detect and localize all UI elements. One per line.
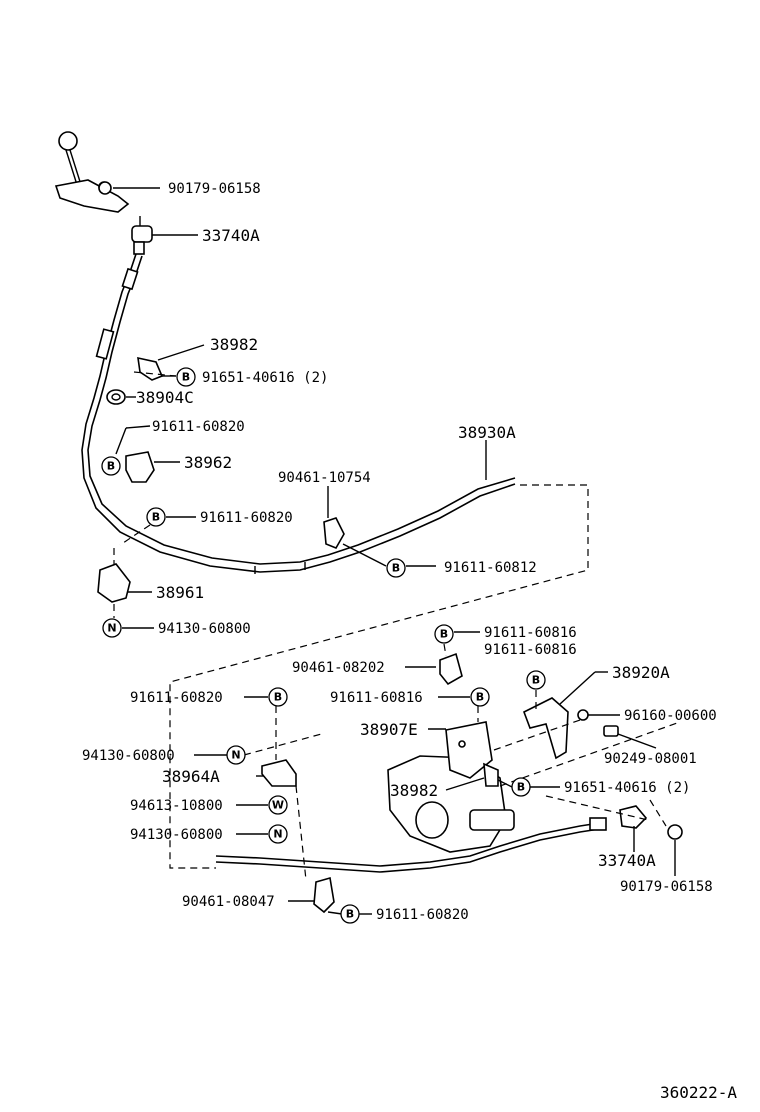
callout: 90461-08202 — [292, 660, 385, 676]
marker-n: N — [268, 824, 288, 844]
callout: 91611-60816 — [330, 690, 423, 706]
svg-text:N: N — [231, 749, 240, 762]
marker-b: B — [101, 456, 121, 476]
marker-b: B — [526, 670, 546, 690]
callout: 33740A — [202, 226, 260, 245]
svg-text:B: B — [392, 562, 400, 575]
callout-labels: 90179-06158 33740A 38982 91651-40616 (2)… — [82, 181, 717, 923]
svg-text:N: N — [273, 828, 282, 841]
marker-n: N — [102, 618, 122, 638]
svg-text:B: B — [152, 511, 160, 524]
clamp-90461-08047 — [313, 876, 335, 914]
svg-text:W: W — [272, 799, 284, 812]
callout: 91611-60816 — [484, 625, 577, 641]
marker-b: B — [386, 558, 406, 578]
callout: 90179-06158 — [168, 181, 261, 197]
callout: 38904C — [136, 388, 194, 407]
bracket-38907e — [445, 721, 493, 779]
callout: 91611-60820 — [130, 690, 223, 706]
callout: 90461-10754 — [278, 470, 371, 486]
marker-w: W — [268, 795, 288, 815]
callout: 38982 — [390, 781, 438, 800]
callout: 90461-08047 — [182, 894, 275, 910]
callout: 38982 — [210, 335, 258, 354]
clip-38982-lower — [483, 762, 499, 787]
svg-text:N: N — [107, 622, 116, 635]
clamp-90461-08202 — [439, 652, 463, 686]
marker-b: B — [176, 367, 196, 387]
callout: 91611-60816 — [484, 642, 577, 658]
callout: 38907E — [360, 720, 418, 739]
routing-boundary — [169, 484, 589, 869]
marker-b: B — [340, 904, 360, 924]
marker-b: B — [268, 687, 288, 707]
callout: 91611-60820 — [200, 510, 293, 526]
nut-90179-top — [98, 181, 112, 195]
svg-text:B: B — [440, 628, 448, 641]
washer-96160 — [577, 709, 589, 721]
callout: 33740A — [598, 851, 656, 870]
diagram-id: 360222-A — [660, 1083, 737, 1102]
callout: 90179-06158 — [620, 879, 713, 895]
marker-b: B — [511, 777, 531, 797]
bolt-90249 — [603, 725, 619, 737]
shift-lever — [54, 131, 130, 213]
bracket-38961 — [97, 563, 131, 603]
callout: 91611-60820 — [152, 419, 245, 435]
lower-cable — [215, 817, 607, 873]
marker-n: N — [226, 745, 246, 765]
clip-38982-top — [137, 356, 164, 381]
callout: 38930A — [458, 423, 516, 442]
svg-text:B: B — [517, 781, 525, 794]
grommet-38904c — [106, 389, 126, 405]
callout: 91611-60820 — [376, 907, 469, 923]
callout: 94130-60800 — [158, 621, 251, 637]
bracket-38920a — [522, 697, 569, 760]
svg-text:B: B — [182, 371, 190, 384]
callout: 91651-40616 (2) — [202, 370, 328, 386]
clamp-90461-10754 — [323, 517, 345, 550]
marker-b: B — [434, 624, 454, 644]
leader-lines — [113, 187, 681, 915]
callout: 96160-00600 — [624, 708, 717, 724]
marker-b: B — [470, 687, 490, 707]
svg-text:B: B — [532, 674, 540, 687]
callout: 38961 — [156, 583, 204, 602]
callout: 94613-10800 — [130, 798, 223, 814]
svg-text:B: B — [107, 460, 115, 473]
upper-cable-38930a — [81, 253, 516, 574]
callout: 38964A — [162, 767, 220, 786]
svg-text:B: B — [274, 691, 282, 704]
callout: 94130-60800 — [82, 748, 175, 764]
callout: 38920A — [612, 663, 670, 682]
callout: 91611-60812 — [444, 560, 537, 576]
bracket-38964a — [261, 759, 297, 787]
callout: 94130-60800 — [130, 827, 223, 843]
callout: 91651-40616 (2) — [564, 780, 690, 796]
svg-text:B: B — [476, 691, 484, 704]
marker-b: B — [146, 507, 166, 527]
callout: 38962 — [184, 453, 232, 472]
svg-text:B: B — [346, 908, 354, 921]
callout: 90249-08001 — [604, 751, 697, 767]
nut-90179-lower — [667, 824, 683, 840]
ball-joint-33740a-top — [131, 216, 153, 255]
clamp-38962 — [125, 451, 155, 483]
